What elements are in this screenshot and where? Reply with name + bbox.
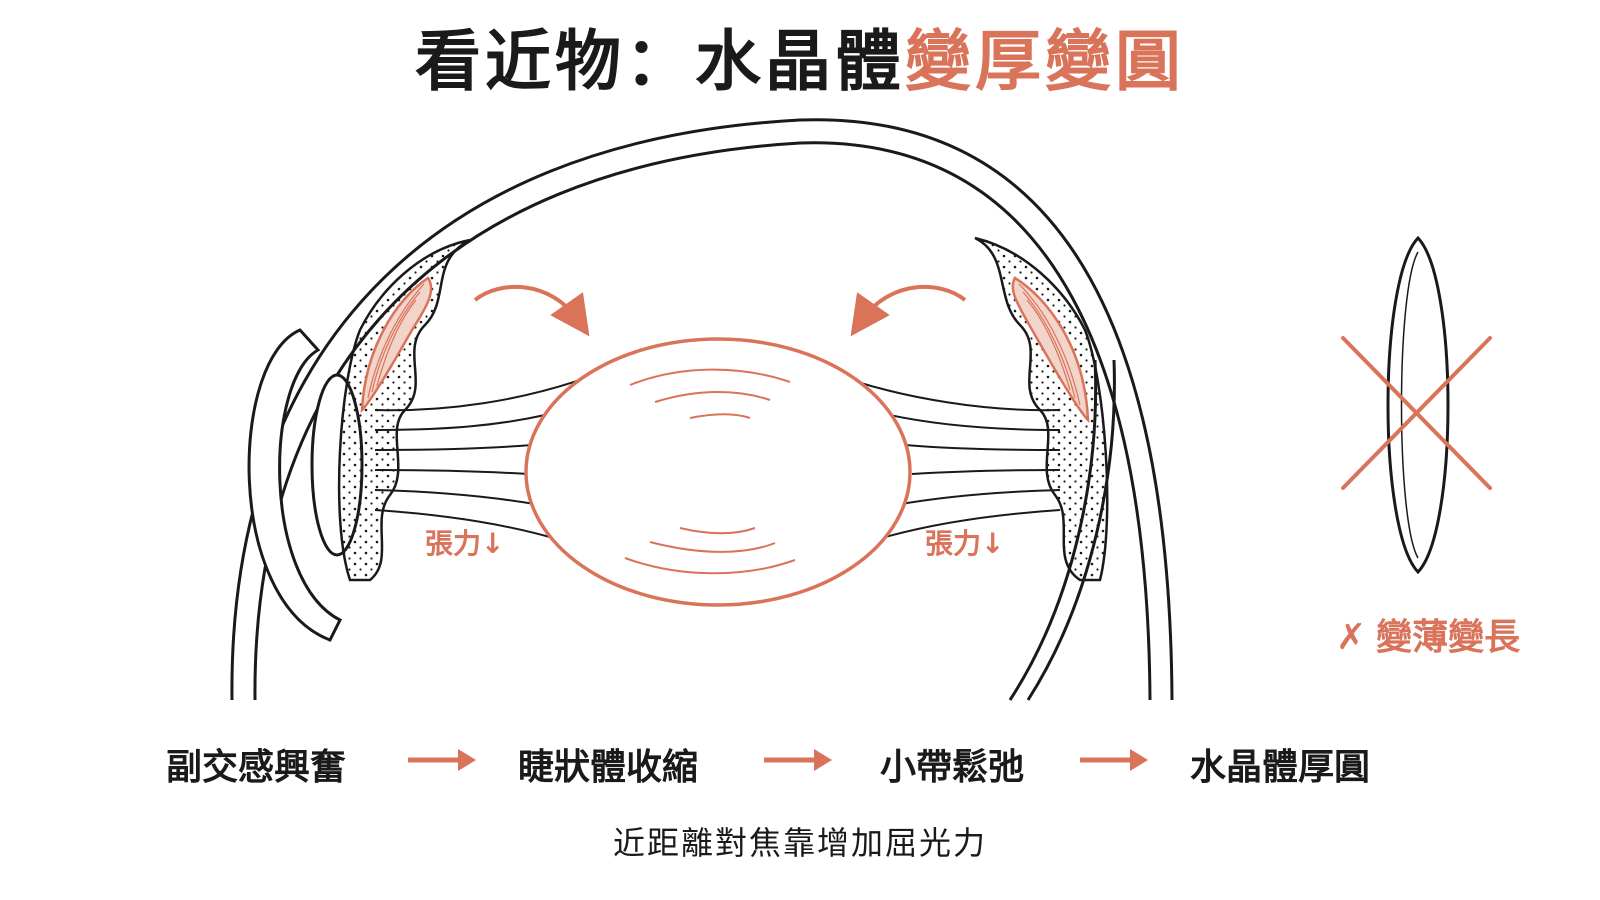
process-flow: 副交感興奮 睫狀體收縮 小帶鬆弛 水晶體厚圓 bbox=[0, 738, 1600, 798]
flow-step-2: 睫狀體收縮 bbox=[518, 738, 698, 798]
lens-thick bbox=[526, 339, 910, 605]
lens-thin bbox=[1388, 238, 1448, 572]
tension-label-left: 張力↓ bbox=[425, 530, 504, 558]
flow-step-1: 副交感興奮 bbox=[166, 738, 346, 798]
flow-step-4: 水晶體厚圓 bbox=[1190, 738, 1370, 798]
x-mark-icon: ✗ bbox=[1336, 617, 1366, 658]
arrow-curve-right bbox=[862, 287, 965, 320]
conclusion-text: 近距離對焦靠增加屈光力 bbox=[0, 818, 1600, 864]
tension-label-right: 張力↓ bbox=[925, 530, 1004, 558]
thin-lens-text: 變薄變長 bbox=[1376, 617, 1520, 658]
arrow-curve-left bbox=[475, 287, 578, 320]
flow-step-3: 小帶鬆弛 bbox=[880, 738, 1024, 798]
thin-lens-label: ✗變薄變長 bbox=[1336, 608, 1520, 660]
